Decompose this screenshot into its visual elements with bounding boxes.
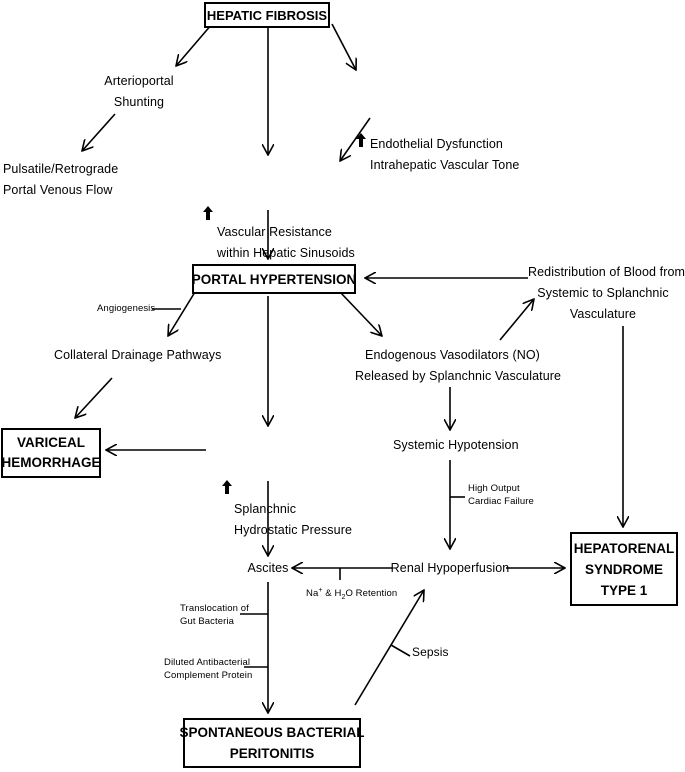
spontaneous-bacterial-peritonitis-box: SPONTANEOUS BACTERIAL PERITONITIS	[180, 718, 365, 768]
up-arrow-icon	[222, 480, 232, 494]
endothelial-text: Endothelial Dysfunction Intrahepatic Vas…	[370, 137, 520, 172]
ascites-label: Ascites	[247, 561, 289, 575]
edge-fibrosis-arterioportal	[176, 23, 213, 66]
edge-fibrosis-endothelial	[331, 23, 356, 70]
up-arrow-icon	[356, 133, 366, 147]
sepsis-label: Sepsis	[412, 645, 449, 659]
vasodilators-label: Endogenous Vasodilators (NO) Released by…	[355, 348, 562, 383]
collateral-drainage-label: Collateral Drainage Pathways	[54, 348, 222, 362]
systemic-hypotension-label: Systemic Hypotension	[393, 438, 519, 452]
up-arrow-icon	[203, 206, 213, 220]
hepatic-fibrosis-box: HEPATIC FIBROSIS	[204, 2, 330, 28]
arterioportal-shunting-label: Arterioportal Shunting	[104, 74, 174, 109]
edge-arterioportal-pulsatile	[82, 113, 116, 151]
translocation-label: Translocation of Gut Bacteria	[180, 603, 249, 627]
redistribution-label: Redistribution of Blood from Systemic to…	[528, 265, 685, 321]
edge-portal-collateral	[168, 291, 196, 336]
edge-portal-vasodilators	[339, 291, 382, 336]
vascular-resistance-label: Vascular Resistance within Hepatic Sinus…	[203, 159, 363, 285]
renal-hypoperfusion-label: Renal Hypoperfusion	[390, 561, 510, 575]
edge-endothelial-vascular	[340, 117, 371, 161]
vascular-resistance-text: Vascular Resistance within Hepatic Sinus…	[217, 225, 355, 260]
sepsis-tick	[390, 644, 411, 657]
splanchnic-pressure-label: Splanchnic Hydrostatic Pressure	[220, 436, 353, 562]
na-h2o-retention-label: Na+ & H2O Retention	[306, 587, 398, 602]
hepatorenal-syndrome-box: HEPATORENAL SYNDROME TYPE 1	[570, 532, 678, 606]
angiogenesis-label: Angiogenesis	[97, 303, 156, 314]
edge-collateral-variceal	[75, 377, 113, 418]
portal-hypertension-box: PORTAL HYPERTENSION	[192, 264, 356, 294]
edge-sbp-renal	[354, 590, 424, 706]
variceal-hemorrhage-box: VARICEAL HEMORRHAGE	[1, 428, 101, 478]
endothelial-dysfunction-label: Endothelial Dysfunction Intrahepatic Vas…	[356, 71, 526, 197]
diluted-complement-label: Diluted Antibacterial Complement Protein	[164, 657, 253, 681]
high-output-label: High Output Cardiac Failure	[468, 483, 534, 507]
splanchnic-text: Splanchnic Hydrostatic Pressure	[234, 502, 353, 537]
edge-vasodilators-redistribution	[499, 299, 534, 341]
pulsatile-flow-label: Pulsatile/Retrograde Portal Venous Flow	[3, 162, 119, 197]
